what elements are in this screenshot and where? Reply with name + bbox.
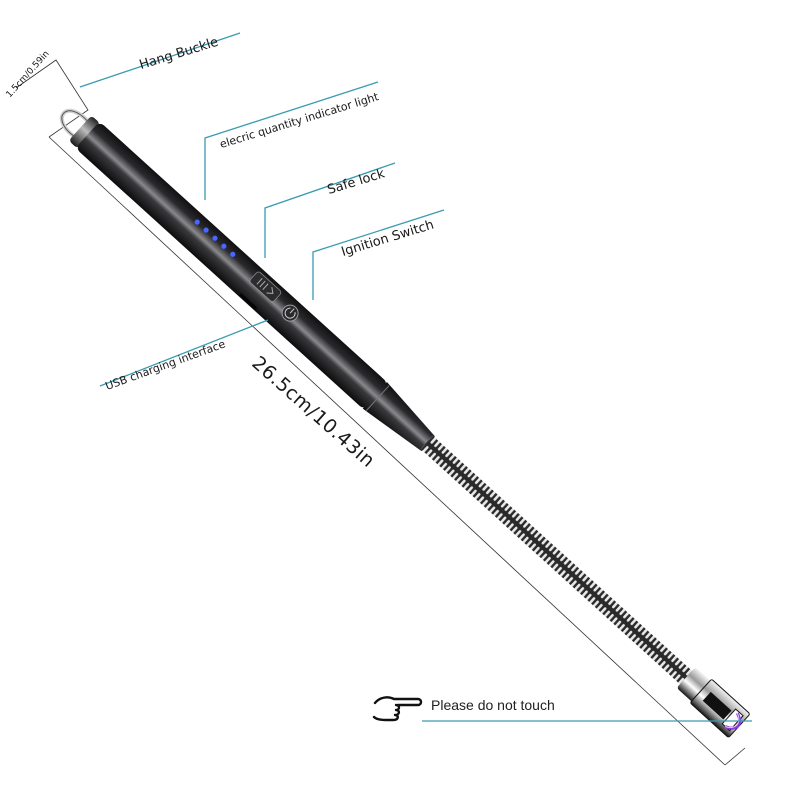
flexible-neck: [420, 435, 694, 686]
lighter: [60, 108, 750, 738]
pointing-hand-icon: [372, 696, 423, 722]
safe-lock-switch: [249, 271, 282, 302]
usb-port: [239, 293, 257, 310]
do-not-touch-label: Please do not touch: [431, 697, 555, 713]
dimension-lines: [15, 59, 746, 766]
usb-leader: [99, 319, 269, 387]
ignition-leader: [312, 209, 445, 300]
indicator-leds: [194, 219, 236, 257]
callout-lines: [79, 32, 752, 722]
lighter-body: [77, 123, 386, 408]
safe-lock-leader: [264, 162, 396, 258]
ignition-button: [281, 304, 299, 322]
indicator-leader: [204, 81, 379, 200]
hang-buckle-leader: [79, 32, 241, 88]
ignition-head: [677, 668, 750, 738]
